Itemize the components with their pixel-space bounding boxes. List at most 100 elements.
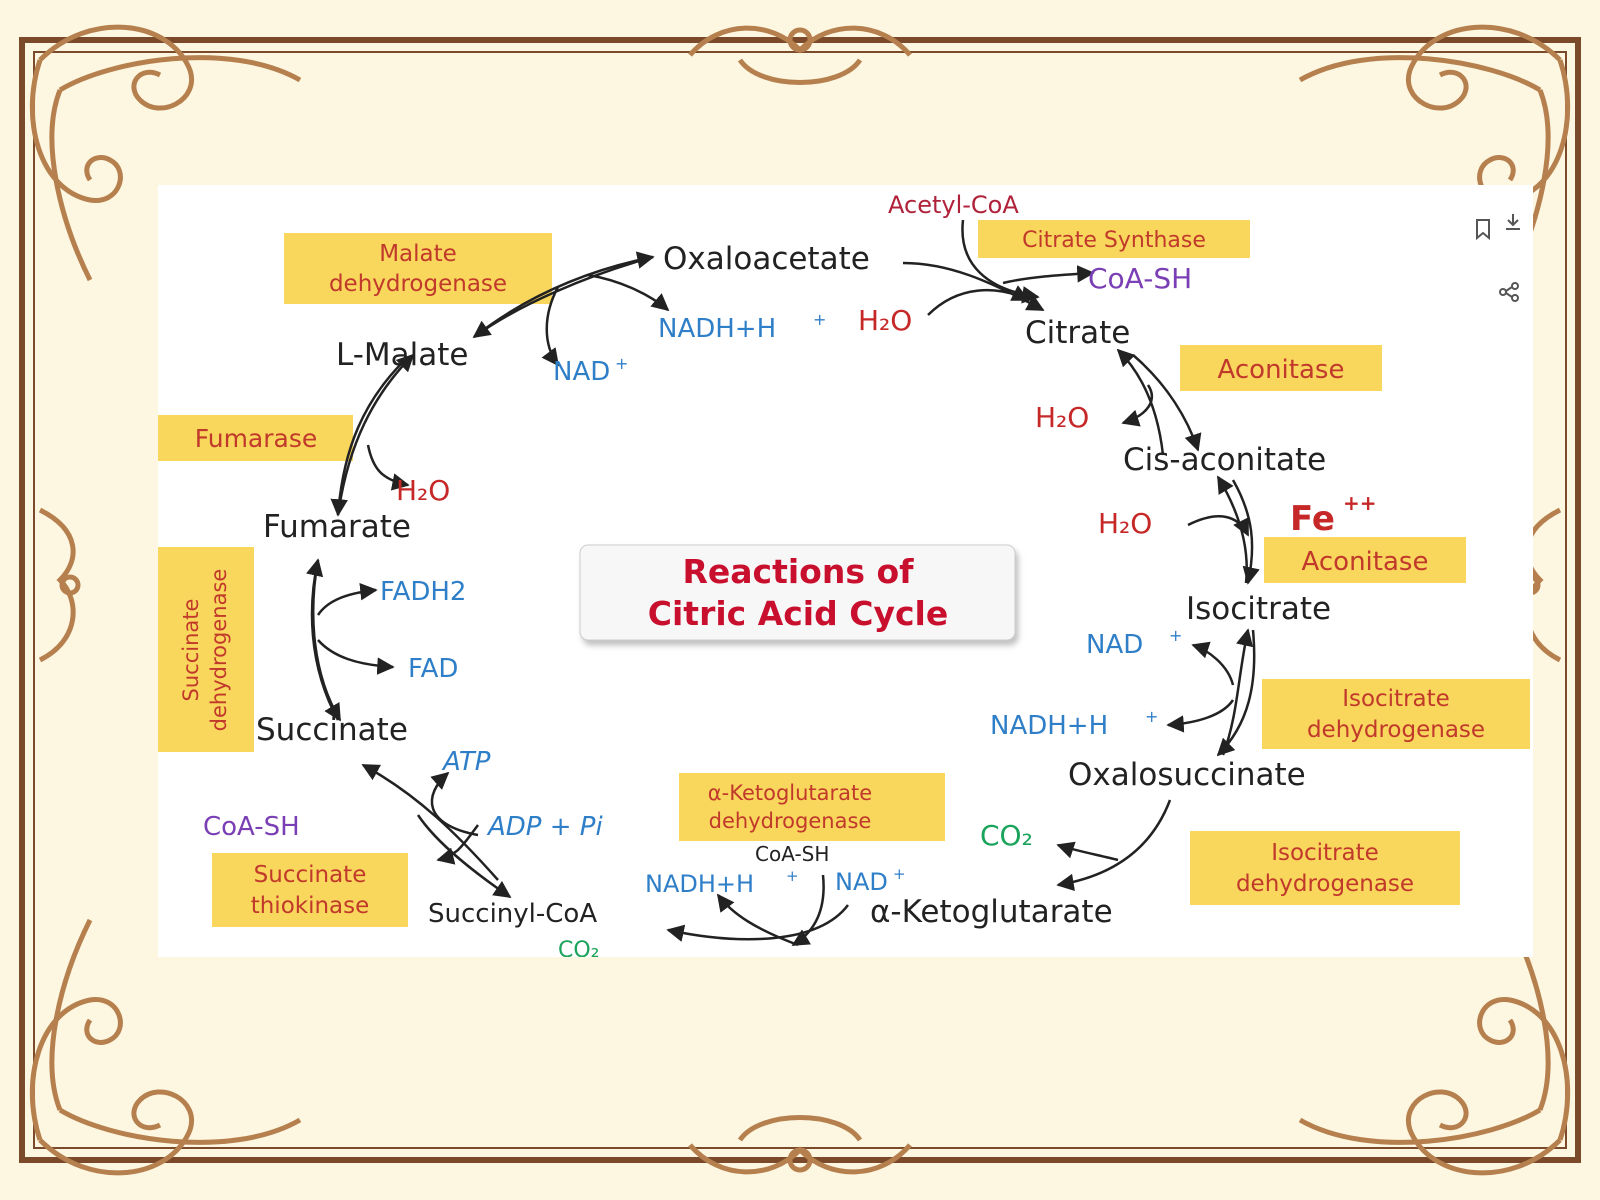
metabolite-l-malate: L-Malate	[336, 337, 469, 373]
enzyme-succinate-thiokinase-l1: Succinate	[254, 862, 367, 888]
cofactor-h2o-aconitase-1: H₂O	[1035, 401, 1089, 434]
enzyme-isocitrate-dh-1-l1: Isocitrate	[1342, 686, 1450, 712]
cofactor-nad-isocitrate: NAD	[1086, 630, 1143, 660]
arrow-cisaconitate-citrate	[1116, 348, 1165, 456]
side-toolbar	[1450, 200, 1530, 320]
enzyme-box-aconitase-1	[1180, 345, 1382, 391]
arrow-to-nadh-malate	[587, 273, 670, 312]
arrow-from-nad-akg	[791, 874, 825, 947]
enzyme-fumarase: Fumarase	[195, 424, 318, 453]
arrow-fumarate-succinate	[311, 559, 342, 722]
bottom-center-ornament	[688, 1115, 912, 1175]
cofactor-fadh2: FADH2	[380, 577, 466, 607]
metabolite-fumarate: Fumarate	[263, 509, 411, 545]
metabolite-succinate: Succinate	[256, 712, 408, 748]
corner-ornament-bottom-right	[1298, 918, 1571, 1176]
arrow-nad-in-malate	[541, 286, 560, 367]
diagram-panel: Reactions of Citric Acid Cycle Malate de…	[158, 185, 1533, 957]
metabolite-oxalosuccinate: Oxalosuccinate	[1068, 757, 1306, 793]
cofactor-nadh-isocitrate: NADH+H	[990, 711, 1108, 741]
enzyme-box-isocitrate-dh-2	[1190, 831, 1460, 905]
arrow-h2o-isocitrate	[1187, 515, 1250, 537]
share-icon[interactable]	[1492, 275, 1526, 309]
enzyme-box-akg-dh	[679, 773, 945, 841]
arrow-to-coash	[1002, 265, 1095, 285]
cofactor-fe-superscript: ++	[1343, 491, 1377, 515]
enzyme-box-aconitase-2	[1264, 537, 1466, 583]
arrow-akg-succinylcoa	[666, 904, 849, 942]
arrow-h2o-citrate	[927, 285, 1030, 316]
arrow-to-nadh-isocitrate	[1166, 699, 1235, 733]
arrow-fumarate-malate	[336, 353, 415, 516]
enzyme-box-isocitrate-dh-1	[1262, 679, 1530, 749]
enzyme-malate-dh-l2: dehydrogenase	[329, 271, 507, 297]
cofactor-nadh-isocitrate-charge: +	[1145, 707, 1158, 726]
cofactor-h2o-fumarase: H₂O	[396, 474, 450, 507]
enzyme-box-fumarase	[158, 415, 353, 461]
arrow-adp-in	[436, 824, 480, 865]
arrow-oxaloacetate-citrate	[902, 261, 1045, 312]
arrow-adp-atp	[430, 771, 479, 837]
arrow-to-co2-oxalosuccinate	[1056, 841, 1119, 862]
arrow-to-nadh-akg	[716, 893, 799, 947]
cofactor-fe: Fe	[1290, 499, 1335, 539]
cofactor-acetyl-coa: Acetyl-CoA	[888, 191, 1019, 219]
enzyme-box-succinate-dh	[158, 547, 254, 752]
cofactor-coash-succinyl: CoA-SH	[203, 812, 300, 842]
enzyme-succinate-thiokinase-l2: thiokinase	[251, 893, 370, 919]
corner-ornament-bottom-left	[29, 918, 302, 1176]
enzyme-box-succinate-thiokinase	[212, 853, 408, 927]
metabolite-citrate: Citrate	[1025, 315, 1130, 351]
cofactor-adp: ADP + Pi	[486, 812, 603, 842]
cofactor-co2-oxalosuccinate: CO₂	[980, 819, 1033, 852]
arrow-isocitrate-cisaconitate	[1216, 475, 1248, 584]
enzyme-isocitrate-dh-2-l2: dehydrogenase	[1236, 871, 1414, 897]
cofactor-h2o-aconitase-2: H₂O	[1098, 507, 1152, 540]
enzyme-aconitase-2: Aconitase	[1302, 547, 1429, 577]
metabolite-cis-aconitate: Cis-aconitate	[1123, 442, 1326, 478]
cofactor-co2-akg: CO₂	[558, 938, 600, 957]
left-center-ornament	[38, 507, 81, 663]
arrow-to-fadh2	[316, 582, 378, 616]
bookmark-icon[interactable]	[1466, 212, 1500, 246]
cofactor-nadh-malate-charge: +	[813, 310, 826, 329]
arrow-oxalosuccinate-isocitrate	[1221, 628, 1254, 756]
cofactor-nad-malate: NAD	[553, 357, 610, 387]
citric-acid-cycle-diagram: Reactions of Citric Acid Cycle Malate de…	[158, 191, 1530, 957]
cofactor-nad-malate-charge: +	[615, 354, 628, 373]
cofactor-h2o-citrate: H₂O	[858, 304, 912, 337]
arrow-isocitrate-oxalosuccinate	[1216, 629, 1256, 757]
metabolite-isocitrate: Isocitrate	[1186, 591, 1331, 627]
metabolite-a-ketoglutarate: α-Ketoglutarate	[870, 894, 1113, 930]
cofactor-nadh-malate: NADH+H	[658, 314, 776, 344]
arrow-citrate-cisaconitate	[1132, 354, 1202, 452]
enzyme-box-citrate-synthase	[978, 220, 1250, 258]
enzyme-aconitase-1: Aconitase	[1218, 355, 1345, 385]
cofactor-nad-akg-charge: +	[893, 865, 906, 883]
title-line-1: Reactions of	[682, 552, 914, 591]
metabolite-succinyl-coa: Succinyl-CoA	[428, 899, 597, 929]
cofactor-nad-akg: NAD	[835, 868, 888, 896]
arrow-to-nad-isocitrate	[1191, 641, 1235, 686]
arrow-to-h2o-aconitase	[1121, 384, 1154, 427]
cofactor-nadh-akg: NADH+H	[645, 870, 754, 898]
enzyme-isocitrate-dh-1-l2: dehydrogenase	[1307, 717, 1485, 743]
enzyme-citrate-synthase: Citrate Synthase	[1022, 228, 1206, 253]
arrow-oxalosuccinate-akg	[1056, 799, 1172, 892]
metabolite-oxaloacetate: Oxaloacetate	[663, 241, 870, 277]
corner-ornament-top-left	[29, 24, 302, 282]
cofactor-coash-citrate: CoA-SH	[1088, 262, 1192, 295]
download-icon[interactable]	[1496, 205, 1530, 239]
arrow-to-coash-succinyl	[416, 814, 512, 899]
title-line-2: Citric Acid Cycle	[648, 594, 948, 633]
cofactor-nad-isocitrate-charge: +	[1169, 626, 1182, 645]
cofactor-fad: FAD	[408, 654, 458, 684]
cofactor-coash-akg: CoA-SH	[755, 842, 829, 866]
arrow-fad-in	[317, 639, 395, 675]
title-box	[579, 544, 1016, 641]
cofactor-atp: ATP	[441, 747, 491, 777]
arrow-malate-fumarate	[330, 356, 409, 517]
arrow-to-h2o-fumarase	[366, 444, 410, 491]
enzyme-isocitrate-dh-2-l1: Isocitrate	[1271, 840, 1379, 866]
